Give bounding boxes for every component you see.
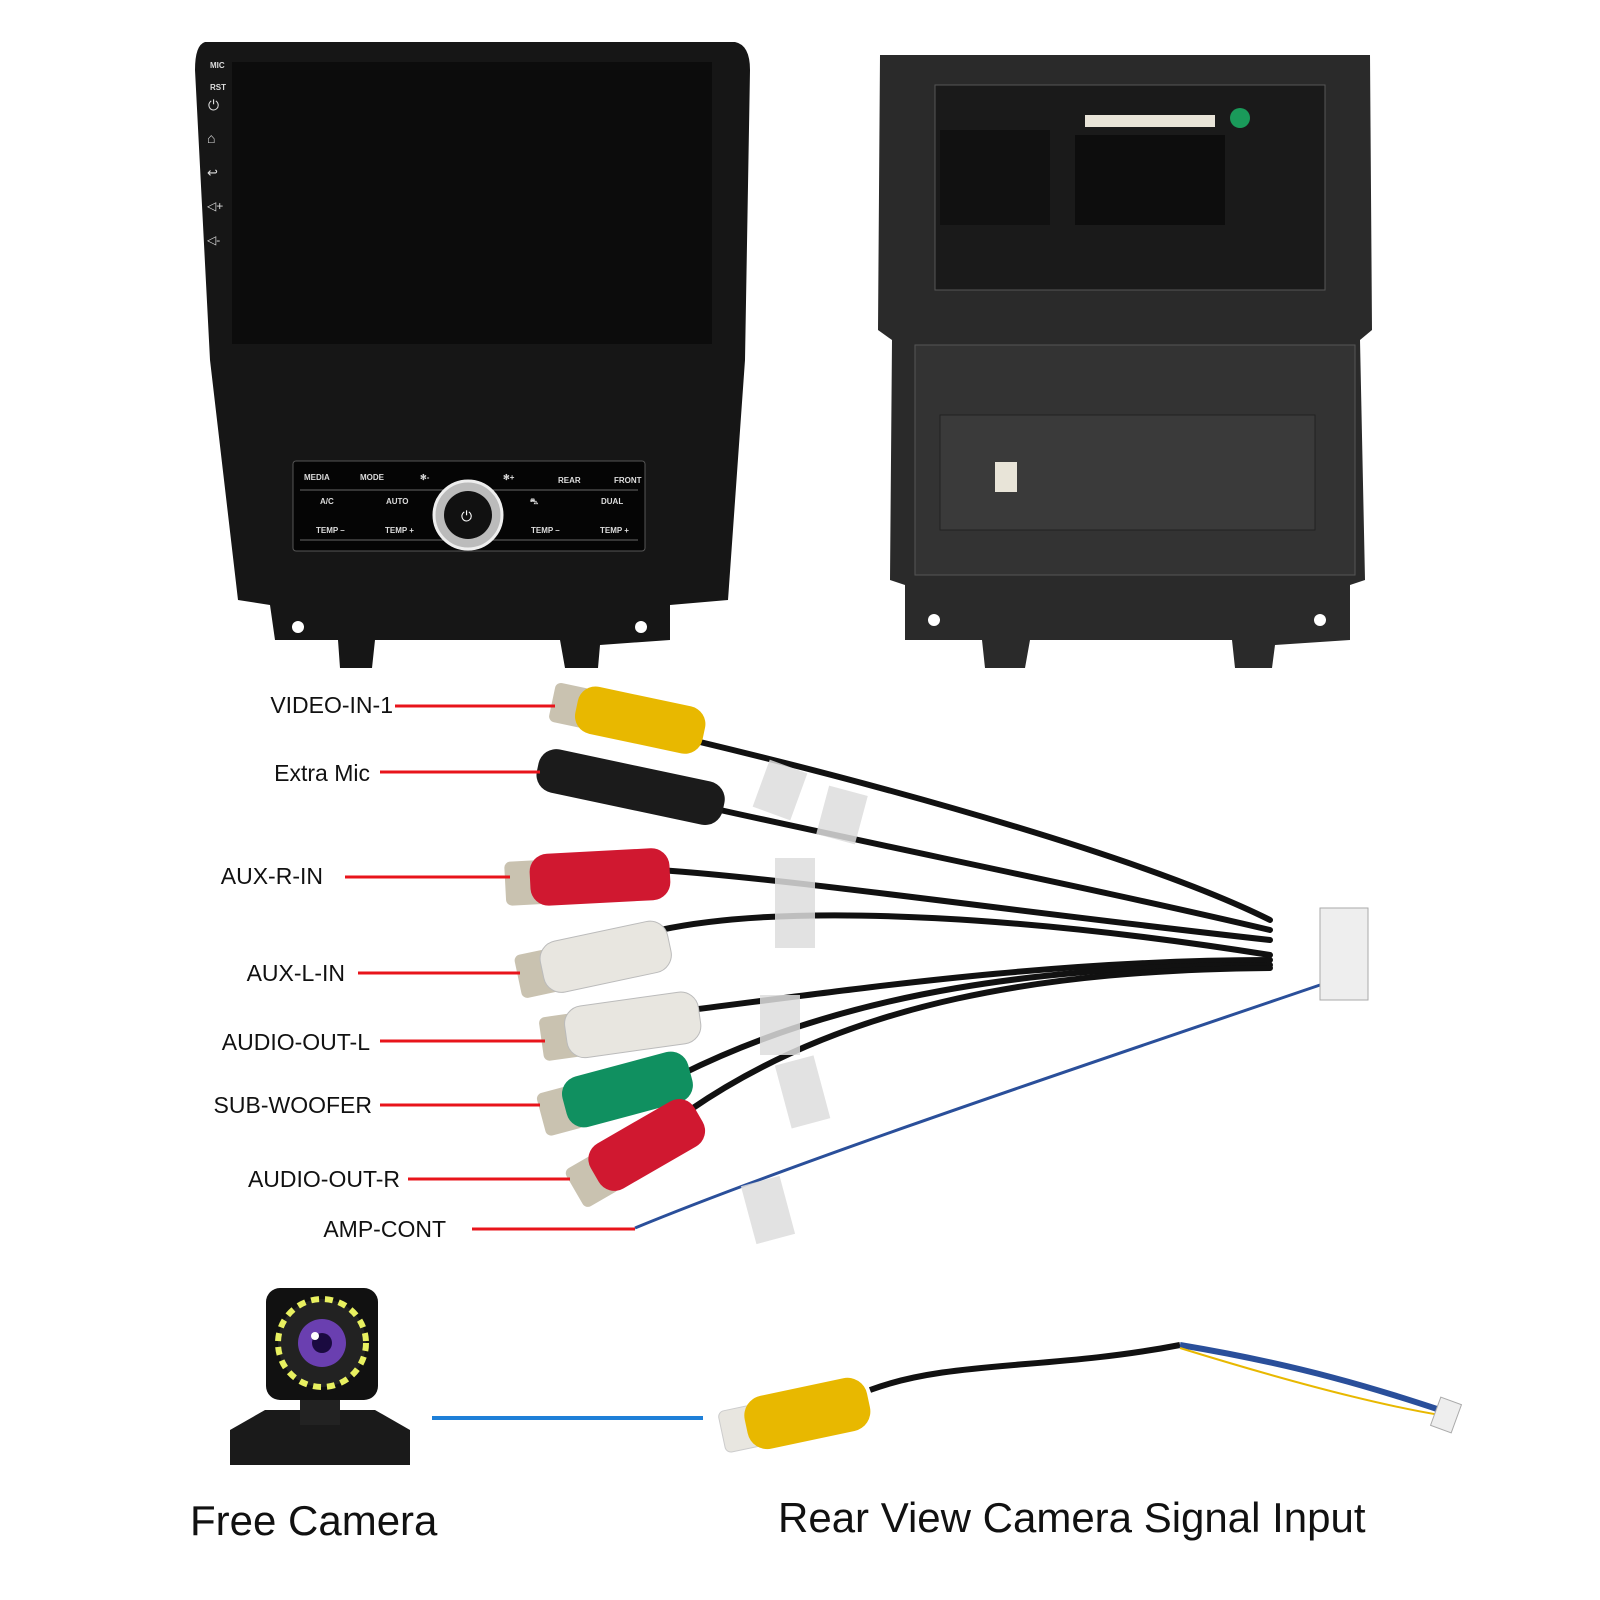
caption-rear-view-input: Rear View Camera Signal Input <box>778 1494 1366 1541</box>
aux-r-in-plug <box>504 848 671 906</box>
label-extra-mic: Extra Mic <box>274 760 370 786</box>
fan-down-icon[interactable]: ✻- <box>420 473 430 482</box>
head-unit-back <box>878 55 1372 668</box>
media-button[interactable]: MEDIA <box>304 473 330 482</box>
head-unit-front: MIC RST ⏻ ⌂ ↩ ◁+ ◁- MEDIA MODE ✻- ✻+ REA… <box>195 42 750 668</box>
label-amp-cont: AMP-CONT <box>323 1216 446 1242</box>
rst-label: RST <box>210 83 226 92</box>
label-audio-out-l: AUDIO-OUT-L <box>222 1029 370 1055</box>
volume-up-icon[interactable]: ◁+ <box>207 199 223 213</box>
dual-button[interactable]: DUAL <box>601 497 623 506</box>
screen[interactable] <box>232 62 712 344</box>
volume-down-icon[interactable]: ◁- <box>207 233 220 247</box>
harness-connector <box>1319 907 1369 1001</box>
label-aux-l-in: AUX-L-IN <box>247 960 345 986</box>
mode-button[interactable]: MODE <box>360 473 385 482</box>
cable-labels: VIDEO-IN-1 Extra Mic AUX-R-IN AUX-L-IN A… <box>214 692 635 1242</box>
amp-cont-wire <box>634 983 1321 1230</box>
temp-down-left[interactable]: TEMP – <box>316 526 345 535</box>
home-icon[interactable]: ⌂ <box>207 130 215 146</box>
rear-camera-cable <box>718 1342 1463 1453</box>
aux-l-in-plug <box>514 920 672 998</box>
temp-up-left[interactable]: TEMP + <box>385 526 414 535</box>
label-audio-out-r: AUDIO-OUT-R <box>248 1166 400 1192</box>
auto-button[interactable]: AUTO <box>386 497 409 506</box>
caption-free-camera: Free Camera <box>190 1497 438 1544</box>
rear-camera <box>230 1288 410 1465</box>
audio-out-l-plug <box>539 991 702 1061</box>
label-video-in-1: VIDEO-IN-1 <box>270 692 393 718</box>
rear-defrost-button[interactable]: REAR <box>558 476 581 485</box>
power-icon[interactable]: ⏻ <box>208 97 219 113</box>
sub-woofer-plug <box>536 1051 693 1136</box>
rca-plugs <box>504 682 725 1207</box>
wire-tags <box>740 759 868 1245</box>
temp-down-right[interactable]: TEMP – <box>531 526 560 535</box>
back-icon[interactable]: ↩ <box>207 165 218 180</box>
video-in-1-plug <box>549 682 706 754</box>
audio-out-r-plug <box>565 1099 706 1207</box>
temp-up-right[interactable]: TEMP + <box>600 526 629 535</box>
recirculation-icon[interactable]: ⛍ <box>530 497 539 506</box>
label-sub-woofer: SUB-WOOFER <box>214 1092 372 1118</box>
mic-label: MIC <box>210 61 225 70</box>
front-defrost-button[interactable]: FRONT <box>614 476 642 485</box>
extra-mic-plug <box>536 749 725 825</box>
fan-up-icon[interactable]: ✻+ <box>503 473 515 482</box>
cable-bundle <box>657 739 1273 1113</box>
ac-button[interactable]: A/C <box>320 497 334 506</box>
knob-power-icon: ⏻ <box>461 508 472 524</box>
label-aux-r-in: AUX-R-IN <box>221 863 323 889</box>
